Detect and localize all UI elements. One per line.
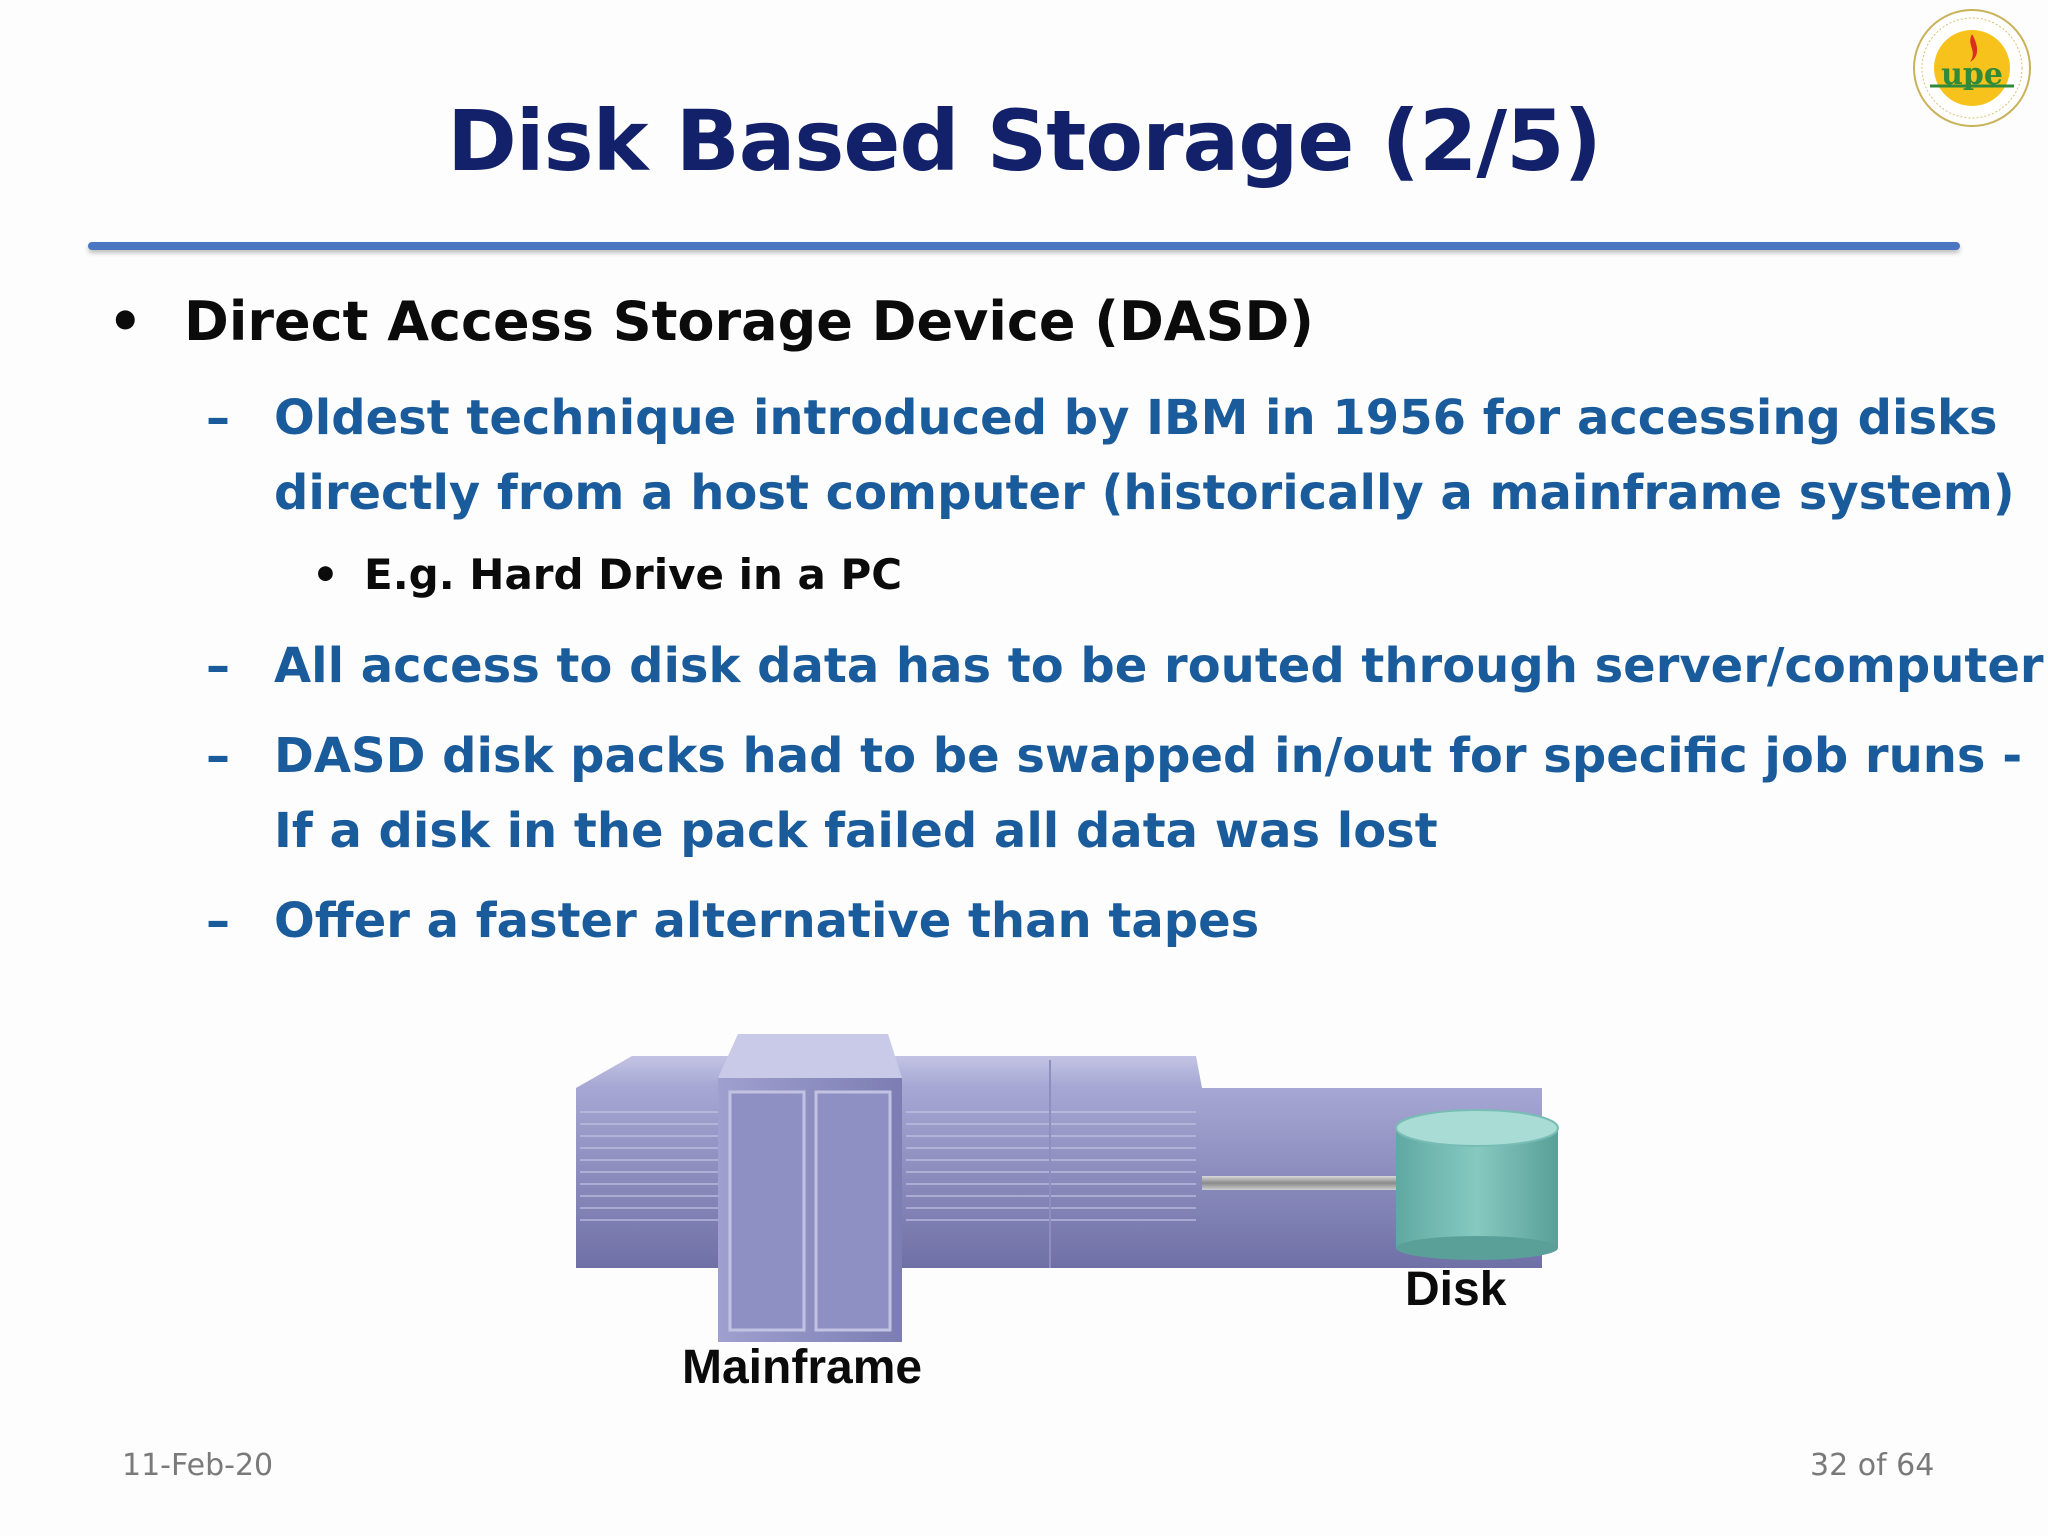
sub-point-text: All access to disk data has to be routed… <box>274 638 2044 694</box>
sub-point-text: Offer a faster alternative than tapes <box>274 893 1260 949</box>
bullet-text: Direct Access Storage Device (DASD) <box>184 290 1314 353</box>
bullet-marker: • <box>312 550 339 599</box>
footer-page-number: 32 of 64 <box>1810 1448 1935 1483</box>
slide-title: Disk Based Storage (2/5) <box>447 92 1602 190</box>
disk-icon <box>1395 1109 1559 1260</box>
disk-label: Disk <box>1405 1263 1507 1316</box>
mainframe-label: Mainframe <box>682 1341 923 1394</box>
sub-point-text: Oldest technique introduced by IBM in 19… <box>274 390 1998 446</box>
sub-point-text: DASD disk packs had to be swapped in/out… <box>274 728 2023 784</box>
dash-marker: – <box>206 893 230 949</box>
mainframe-disk-diagram <box>576 1034 1559 1342</box>
title-divider <box>88 242 1960 250</box>
example-text: E.g. Hard Drive in a PC <box>364 550 903 599</box>
connection-cable <box>1202 1176 1398 1190</box>
sub-point-text: If a disk in the pack failed all data wa… <box>274 803 1438 859</box>
footer-date: 11-Feb-20 <box>122 1448 274 1483</box>
dash-marker: – <box>206 638 230 694</box>
bullet-marker: • <box>108 290 143 353</box>
svg-text:upe: upe <box>1941 57 2003 92</box>
university-logo-icon: upe <box>1913 9 2031 127</box>
dash-marker: – <box>206 728 230 784</box>
sub-point-text: directly from a host computer (historica… <box>274 465 2015 521</box>
dash-marker: – <box>206 390 230 446</box>
